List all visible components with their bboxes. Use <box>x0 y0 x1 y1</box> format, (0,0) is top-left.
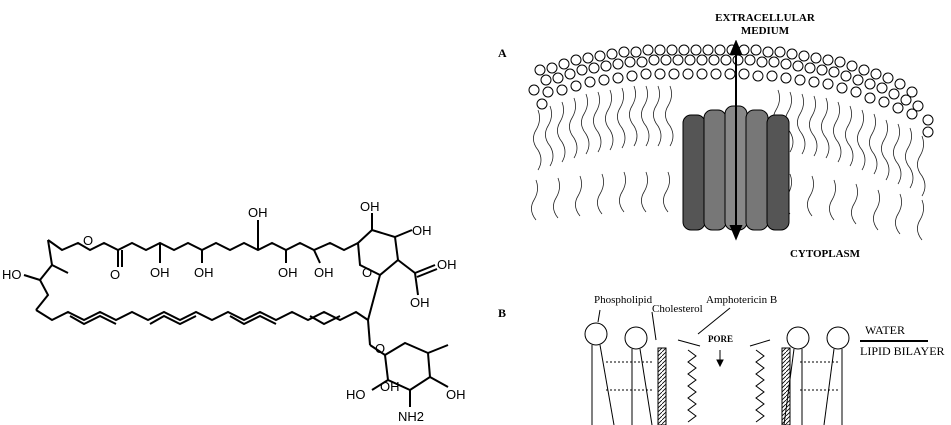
hydroxyl-label: OH <box>446 387 466 402</box>
extracellular-label: EXTRACELLULAR MEDIUM <box>700 12 830 38</box>
water-label: WATER <box>865 323 905 337</box>
hydroxyl-label: OH <box>380 379 400 394</box>
extracellular-line2: MEDIUM <box>740 25 790 37</box>
bilayer-schematic <box>584 307 850 425</box>
oxygen-label: O <box>362 265 372 280</box>
cholesterol-label: Cholesterol <box>652 303 703 315</box>
hydroxyl-label: OH <box>194 265 214 280</box>
pore-label: PORE <box>708 334 734 344</box>
water-bilayer-divider <box>860 340 928 342</box>
lipid-bilayer-label: LIPID BILAYER <box>860 344 945 358</box>
panel-a-label: A <box>498 46 507 60</box>
amphotericin-label: Amphotericin B <box>706 294 778 306</box>
panel-b-label: B <box>498 306 507 320</box>
hydroxyl-label: OH <box>360 199 380 214</box>
cytoplasm-label: CYTOPLASM <box>789 248 861 260</box>
hydroxyl-label: OH <box>412 223 432 238</box>
amine-label: NH2 <box>398 409 424 424</box>
transport-arrow <box>729 40 743 241</box>
hydroxyl-label: HO <box>2 267 22 282</box>
hydroxyl-label: OH <box>150 265 170 280</box>
membrane-pore-diagram <box>528 40 934 241</box>
hydroxyl-label: OH <box>278 265 298 280</box>
extracellular-line1: EXTRACELLULAR <box>715 12 815 24</box>
oxygen-label: O <box>110 267 120 282</box>
oxygen-label: O <box>375 341 385 356</box>
phospholipid-label: Phospholipid <box>594 294 653 306</box>
oxygen-label: O <box>83 233 93 248</box>
hydroxyl-label: HO <box>346 387 366 402</box>
hydroxyl-label: OH <box>314 265 334 280</box>
lipid-heads-top <box>528 44 934 138</box>
hydroxyl-label: OH <box>437 257 457 272</box>
amphotericin-pore <box>682 105 790 231</box>
hydroxyl-label: OH <box>410 295 430 310</box>
amphotericin-b-structure: OH OH OH OH OH OH OH OH O OH O O O HO HO… <box>2 199 466 424</box>
hydroxyl-label: OH <box>248 205 268 220</box>
